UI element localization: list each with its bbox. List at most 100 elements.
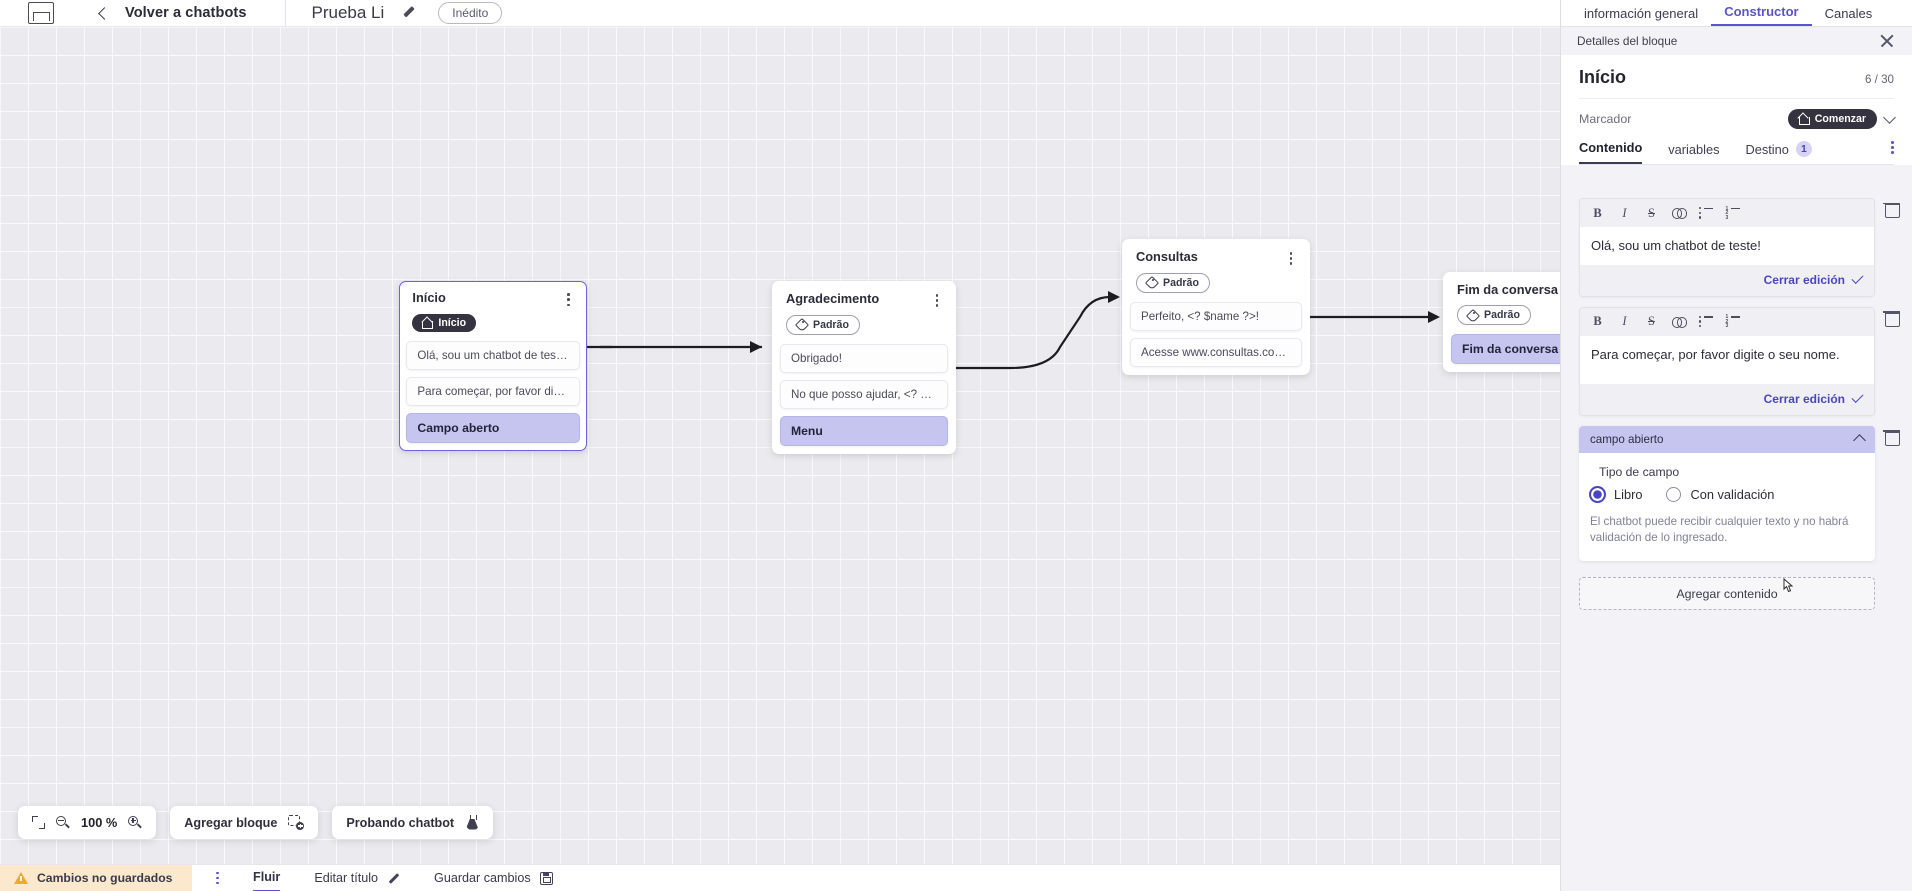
trash-icon[interactable]: [1883, 429, 1900, 446]
node-message[interactable]: No que posso ajudar, <? $name ...: [780, 379, 948, 409]
flow-node-agradecimento[interactable]: Agradecimento Padrão Obrigado! No que po…: [772, 281, 956, 454]
strikethrough-icon[interactable]: S: [1648, 314, 1655, 328]
node-menu-icon[interactable]: [1284, 249, 1298, 265]
radio-icon-selected[interactable]: [1590, 486, 1605, 502]
panel-header: Detalles del bloque: [1561, 27, 1912, 55]
node-title: Consultas: [1136, 249, 1198, 264]
italic-icon[interactable]: I: [1622, 205, 1627, 220]
bullet-list-icon[interactable]: [1692, 312, 1719, 332]
tab-canales[interactable]: Canales: [1824, 6, 1873, 21]
save-changes-button[interactable]: Guardar cambios: [434, 865, 553, 891]
marker-control[interactable]: Comenzar: [1787, 109, 1896, 129]
trash-icon[interactable]: [1883, 310, 1900, 327]
close-edit-button[interactable]: Cerrar edición: [1764, 390, 1864, 406]
tab-constructor[interactable]: Constructor: [1711, 4, 1812, 26]
field-type-options: Libro Con validación: [1590, 486, 1864, 502]
node-message[interactable]: Perfeito, <? $name ?>!: [1130, 301, 1302, 331]
tab-destino[interactable]: Destino 1: [1745, 141, 1812, 164]
block-title-row: Início 6 / 30: [1579, 55, 1894, 99]
content-more-options-icon[interactable]: [1891, 140, 1894, 164]
trash-icon[interactable]: [1883, 201, 1900, 218]
radio-icon[interactable]: [1666, 486, 1682, 502]
bold-icon[interactable]: B: [1593, 314, 1602, 328]
app-logo-icon[interactable]: [28, 2, 54, 24]
edit-title-button[interactable]: Editar título: [314, 865, 400, 891]
node-input-field[interactable]: Menu: [780, 415, 948, 446]
flow-node-fim-da-conversa[interactable]: Fim da conversa Padrão Fim da conversa: [1443, 272, 1560, 372]
fit-screen-icon[interactable]: [32, 816, 45, 829]
tab-fluir[interactable]: Fluir: [253, 865, 281, 891]
node-menu-icon[interactable]: [562, 290, 576, 307]
back-to-chatbots-link[interactable]: Volver a chatbots: [125, 5, 247, 21]
tab-variables[interactable]: variables: [1668, 142, 1720, 157]
node-message[interactable]: Olá, sou um chatbot de teste!: [406, 341, 580, 371]
block-name: Início: [1579, 67, 1627, 87]
marker-value-pill[interactable]: Comenzar: [1787, 109, 1877, 129]
flow-canvas[interactable]: Início Início Olá, sou um chatbot de tes…: [0, 27, 1560, 864]
destino-count-badge: 1: [1795, 141, 1812, 157]
close-edit-button[interactable]: Cerrar edición: [1764, 271, 1864, 287]
node-tag: Padrão: [1136, 272, 1210, 293]
top-bar: Volver a chatbots Prueba Li Inédito: [0, 0, 1560, 27]
node-title: Início: [412, 290, 446, 306]
label-icon: [1468, 310, 1479, 321]
flow-node-inicio[interactable]: Início Início Olá, sou um chatbot de tes…: [399, 281, 587, 451]
zoom-in-icon[interactable]: [128, 815, 142, 830]
test-chatbot-button[interactable]: Probando chatbot: [332, 806, 494, 839]
editor-text[interactable]: Olá, sou um chatbot de teste!: [1580, 227, 1874, 265]
node-message[interactable]: Acesse www.consultas.com par...: [1130, 337, 1302, 367]
home-icon: [1798, 114, 1810, 125]
canvas-toolbar: 100 % Agregar bloque Probando chatbot: [18, 806, 494, 839]
label-icon: [797, 319, 808, 330]
add-block-label: Agregar bloque: [184, 815, 278, 830]
check-icon: [1851, 271, 1864, 285]
edit-title-pencil-icon[interactable]: [398, 5, 414, 21]
node-message[interactable]: Para começar, por favor digite o ...: [406, 377, 580, 407]
node-message[interactable]: Obrigado!: [780, 343, 948, 373]
marker-label: Marcador: [1579, 112, 1632, 126]
bold-icon[interactable]: B: [1593, 205, 1602, 220]
close-icon[interactable]: [1880, 34, 1894, 48]
chatbot-title: Prueba Li: [311, 3, 385, 22]
panel-header-title: Detalles del bloque: [1577, 34, 1678, 48]
top-divider: [284, 0, 286, 27]
tab-contenido[interactable]: Contenido: [1579, 140, 1643, 164]
node-input-field[interactable]: Fim da conversa: [1451, 334, 1560, 364]
node-tag: Padrão: [786, 314, 860, 335]
radio-option-libro[interactable]: Libro: [1590, 486, 1642, 502]
field-card-header[interactable]: campo abierto: [1579, 425, 1875, 453]
add-content-button[interactable]: Agregar contenido: [1579, 577, 1875, 611]
tab-informacion-general[interactable]: información general: [1584, 6, 1699, 21]
statusbar-more-options-icon[interactable]: [216, 871, 220, 885]
panel-tabs: información general Constructor Canales: [1561, 0, 1912, 27]
field-help-text: El chatbot puede recibir cualquier texto…: [1590, 514, 1849, 545]
chevron-up-icon[interactable]: [1853, 434, 1866, 447]
bullet-list-icon[interactable]: [1692, 203, 1719, 223]
link-icon[interactable]: [1665, 203, 1692, 223]
radio-option-con-validacion[interactable]: Con validación: [1666, 486, 1774, 502]
node-input-field[interactable]: Campo aberto: [406, 413, 580, 444]
strikethrough-icon[interactable]: S: [1648, 205, 1655, 220]
editor-text[interactable]: Para começar, por favor digite o seu nom…: [1580, 335, 1874, 384]
add-block-button[interactable]: Agregar bloque: [170, 806, 319, 839]
flow-node-consultas[interactable]: Consultas Padrão Perfeito, <? $name ?>! …: [1122, 239, 1310, 375]
node-title: Agradecimento: [786, 291, 880, 306]
node-header: Início: [406, 289, 579, 307]
link-icon[interactable]: [1665, 312, 1692, 332]
flask-icon: [465, 814, 479, 831]
node-menu-icon[interactable]: [930, 291, 944, 307]
field-card-title: campo abierto: [1590, 432, 1664, 446]
italic-icon[interactable]: I: [1622, 314, 1627, 328]
status-bar: Cambios no guardados Fluir Editar título…: [0, 864, 1560, 891]
zoom-out-icon[interactable]: [56, 815, 70, 830]
save-icon: [539, 871, 553, 885]
back-chevron-icon[interactable]: [98, 6, 111, 20]
chevron-down-icon[interactable]: [1883, 111, 1896, 124]
